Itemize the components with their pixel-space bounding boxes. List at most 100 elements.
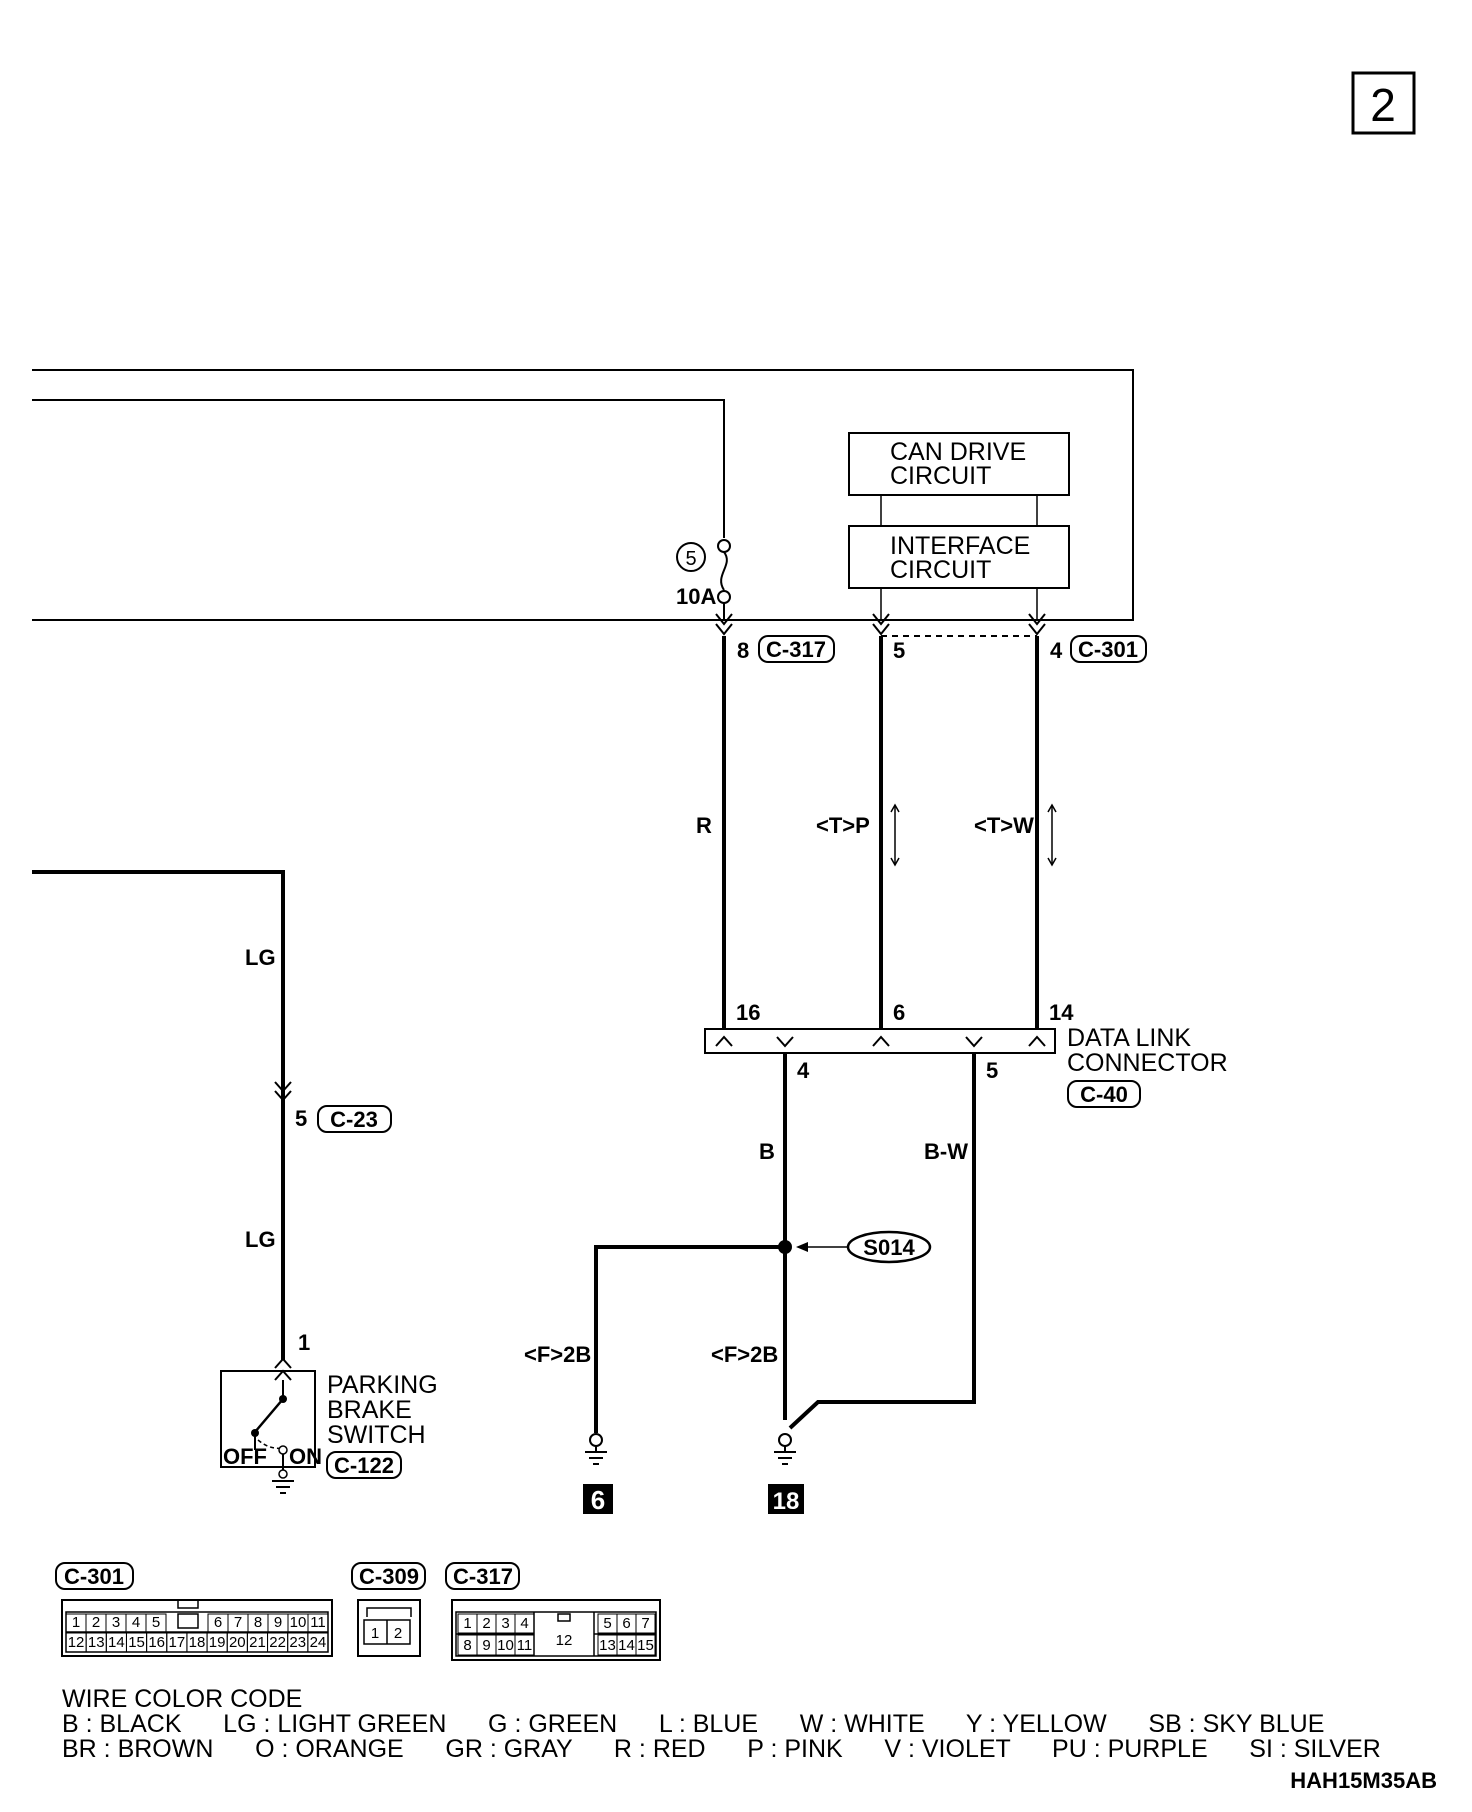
dlc-name-line1: DATA LINK — [1067, 1024, 1191, 1052]
ground-6: 6 — [583, 1433, 613, 1515]
c317-pin-2: 2 — [482, 1615, 490, 1632]
interface-label-line1: INTERFACE — [890, 532, 1030, 560]
wire-left-ground — [594, 1245, 785, 1433]
wire-color-code-line2: BR : BROWN O : ORANGE GR : GRAY R : RED … — [62, 1735, 1381, 1763]
c23-connector-tag: C-23 — [317, 1105, 392, 1133]
fuse-10a: 5 10A — [676, 539, 731, 620]
fuse-number: 5 — [685, 548, 696, 570]
wire-tw-label: <T>W — [974, 813, 1034, 838]
ecu-terminals — [715, 613, 1046, 636]
can-drive-circuit-box: CAN DRIVE CIRCUIT — [848, 432, 1070, 496]
c40-connector-label: C-40 — [1080, 1082, 1128, 1107]
parking-brake-name-line2: BRAKE — [327, 1396, 412, 1424]
c317-pin-13: 13 — [599, 1637, 616, 1654]
wire-color-code: WIRE COLOR CODE B : BLACK LG : LIGHT GRE… — [62, 1685, 1381, 1763]
fuse-rating: 10A — [676, 584, 716, 609]
c301-pin-5: 5 — [152, 1614, 160, 1631]
ecu-outline — [32, 369, 1134, 621]
c301-view-label: C-301 — [64, 1564, 124, 1589]
c301-pin-6: 6 — [214, 1614, 222, 1631]
page-number-box: 2 — [1351, 71, 1416, 135]
c23-connector-label: C-23 — [330, 1107, 378, 1132]
c317-pin-11-cell — [514, 1634, 535, 1656]
c301-connector-label: C-301 — [1078, 637, 1138, 662]
can-drive-label-line1: CAN DRIVE — [890, 438, 1026, 466]
parking-brake-pin-label: 1 — [298, 1330, 310, 1355]
c317-connector-label: C-317 — [766, 637, 826, 662]
c301-pin-11-cell — [307, 1613, 329, 1633]
c317-pin-6: 6 — [622, 1615, 630, 1632]
wire-bw-label: B-W — [924, 1139, 968, 1164]
c317-connector-tag: C-317 — [758, 635, 835, 663]
c317-pin-7: 7 — [641, 1615, 649, 1632]
wire-f2b-right-label: <F>2B — [711, 1342, 778, 1367]
interface-label-line2: CIRCUIT — [890, 556, 991, 584]
c317-pin-4: 4 — [520, 1615, 528, 1632]
c301-pin-22: 22 — [269, 1634, 286, 1651]
c301-pin-8: 8 — [254, 1614, 262, 1631]
c317-pin-1: 1 — [463, 1615, 471, 1632]
c23-junction — [274, 1081, 292, 1102]
dlc-pin5-label: 5 — [986, 1058, 998, 1083]
c301-pin4-label: 4 — [1050, 638, 1063, 663]
c301-pin-7: 7 — [234, 1614, 242, 1631]
wire-lg-label-2: LG — [245, 1227, 276, 1252]
dlc-pin14-label: 14 — [1049, 1000, 1074, 1025]
bidirectional-arrow-tw — [1047, 803, 1057, 867]
parking-brake-name-line3: SWITCH — [327, 1421, 426, 1449]
c317-pin-7-cell — [635, 1613, 656, 1634]
c317-pin-11: 11 — [517, 1637, 533, 1654]
dlc-pin16-label: 16 — [736, 1000, 760, 1025]
page-number: 2 — [1370, 79, 1396, 131]
c301-pin-24-cell — [307, 1632, 329, 1653]
ground-18-label: 18 — [773, 1488, 800, 1515]
c317-pin-label: 8 — [737, 638, 749, 663]
c301-pin-1: 1 — [72, 1614, 80, 1631]
c301-pin-21: 21 — [249, 1634, 266, 1651]
switch-off-label: OFF — [223, 1444, 267, 1469]
c301-pin5-label: 5 — [893, 638, 905, 663]
c301-pin-18: 18 — [189, 1634, 206, 1651]
ground-6-label: 6 — [591, 1485, 605, 1515]
c301-pin-17: 17 — [169, 1634, 186, 1651]
wire-lg-label-1: LG — [245, 945, 276, 970]
wire-tp-label: <T>P — [816, 813, 870, 838]
data-link-connector — [704, 1028, 1056, 1054]
figure-id: HAH15M35AB — [1290, 1768, 1437, 1793]
splice-tag: S014 — [846, 1230, 932, 1264]
c317-pin-8: 8 — [463, 1637, 471, 1654]
ground-18: 18 — [768, 1433, 804, 1515]
c317-pin-10: 10 — [497, 1637, 514, 1654]
wire-color-code-line1: B : BLACK LG : LIGHT GREEN G : GREEN L :… — [62, 1710, 1324, 1738]
c23-pin-label: 5 — [295, 1106, 307, 1131]
c317-view-label: C-317 — [453, 1564, 513, 1589]
c317-pin-12: 12 — [556, 1632, 573, 1649]
parking-brake-switch: OFF ON — [220, 1357, 322, 1494]
c301-pin-15: 15 — [128, 1634, 145, 1651]
c301-pin-14: 14 — [108, 1634, 125, 1651]
can-drive-label-line2: CIRCUIT — [890, 462, 991, 490]
wire-r-label: R — [696, 813, 712, 838]
fuse-number-circle — [676, 542, 706, 572]
c301-connector-tag: C-301 — [1070, 635, 1147, 663]
c309-view-label: C-309 — [359, 1564, 419, 1589]
c122-connector-tag: C-122 — [326, 1451, 402, 1479]
c317-pin-4-cell — [514, 1613, 535, 1634]
c317-pin-9: 9 — [482, 1637, 490, 1654]
c301-pin-11: 11 — [310, 1614, 326, 1631]
c301-pin-19: 19 — [209, 1634, 226, 1651]
wire-bw — [788, 1053, 976, 1430]
parking-brake-name-line1: PARKING — [327, 1371, 438, 1399]
wire-lg — [32, 870, 285, 1360]
splice-label: S014 — [863, 1235, 915, 1260]
c301-pin-5-cell — [145, 1613, 167, 1633]
dlc-name-line2: CONNECTOR — [1067, 1049, 1228, 1077]
c301-pin-20: 20 — [229, 1634, 246, 1651]
c301-pin-2: 2 — [92, 1614, 100, 1631]
c301-pin-24: 24 — [310, 1634, 327, 1651]
c317-pin-15: 15 — [637, 1637, 654, 1654]
c301-pin-13: 13 — [88, 1634, 105, 1651]
